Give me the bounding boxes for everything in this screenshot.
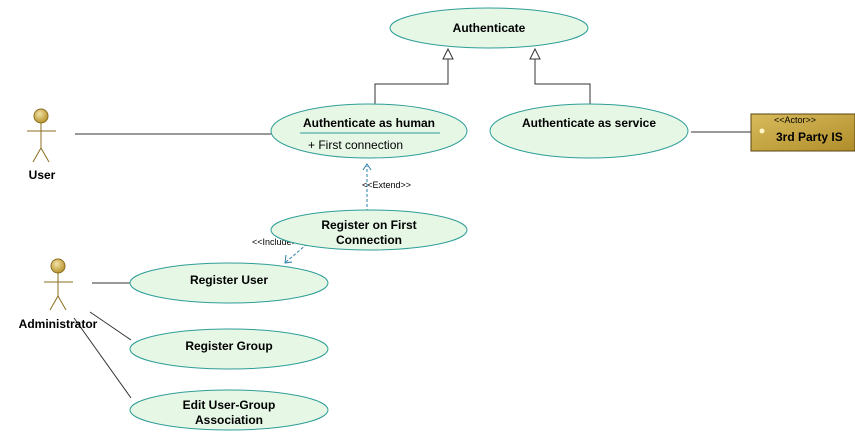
actor-third-party-is[interactable]: <<Actor>> 3rd Party IS [750,113,855,152]
actor-user[interactable]: User [27,108,56,182]
generalization-arrow-human [442,47,454,60]
generalization-human [374,58,449,107]
include-arrowhead [284,254,293,264]
usecase-edit-user-group-association[interactable]: Edit User-Group Association [129,389,329,431]
actor-user-label: User [29,168,56,182]
usecase-authenticate-human[interactable]: Authenticate as human + First connection [270,103,468,159]
generalization-arrow-service [529,47,541,60]
actor-administrator-head [50,258,66,274]
usecase-register-user[interactable]: Register User [129,262,329,304]
association-admin-edit-assoc [73,317,132,399]
usecase-edit-assoc-line1: Edit User-Group [183,398,276,412]
actor-third-party-stereotype: <<Actor>> [774,115,816,125]
usecase-authenticate[interactable]: Authenticate [389,7,589,49]
actor-administrator[interactable]: Administrator [19,258,98,331]
usecase-register-first-connection[interactable]: Register on First Connection [270,209,468,251]
usecase-register-first-line1: Register on First [321,218,416,232]
usecase-register-group-label: Register Group [185,339,272,353]
usecase-authenticate-human-label: Authenticate as human [303,116,435,130]
actor-third-party-box [750,113,855,152]
usecase-register-user-label: Register User [190,273,268,287]
generalization-service [534,58,591,104]
actor-administrator-label: Administrator [19,317,98,331]
usecase-authenticate-service-label: Authenticate as service [522,116,656,130]
extend-arrowhead [362,163,372,171]
usecase-authenticate-label: Authenticate [453,21,526,35]
usecase-authenticate-service[interactable]: Authenticate as service [489,103,689,159]
usecase-register-first-line2: Connection [336,233,402,247]
actor-third-party-icon [759,128,765,134]
association-admin-register-group [89,311,132,341]
extension-point-first-connection: + First connection [308,138,403,152]
actor-third-party-label: 3rd Party IS [776,130,843,144]
usecase-edit-assoc-line2: Association [195,413,263,427]
extend-label: <<Extend>> [362,180,411,190]
include-label: <<Include>> [252,237,302,247]
actor-user-head [33,108,49,124]
usecase-register-group[interactable]: Register Group [129,328,329,370]
